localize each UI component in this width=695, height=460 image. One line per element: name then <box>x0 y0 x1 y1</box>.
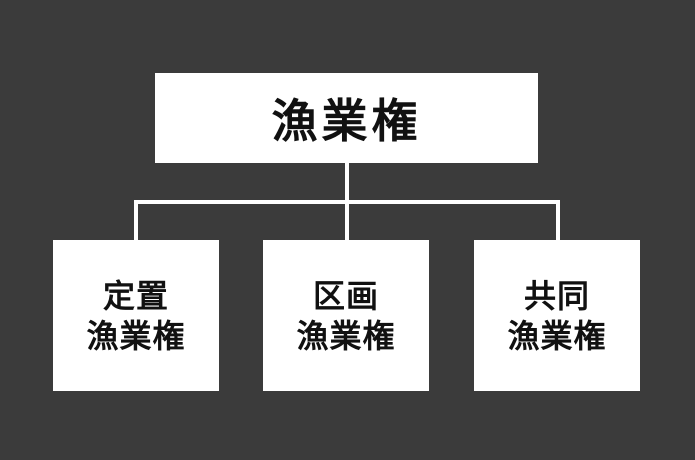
child-node-label-line2: 漁業権 <box>86 316 186 355</box>
connector-root-stem <box>345 163 349 204</box>
child-node-kyodo: 共同 漁業権 <box>474 240 640 391</box>
child-node-teichi: 定置 漁業権 <box>53 240 219 391</box>
root-node: 漁業権 <box>155 73 538 163</box>
child-node-label-line1: 共同 <box>523 276 590 315</box>
connector-left-drop <box>134 200 138 240</box>
child-node-label-line1: 区画 <box>312 276 379 315</box>
child-node-label-line1: 定置 <box>102 276 169 315</box>
root-node-label: 漁業権 <box>271 94 422 148</box>
child-node-label-line2: 漁業権 <box>507 316 607 355</box>
child-node-kukaku: 区画 漁業権 <box>263 240 429 391</box>
connector-right-drop <box>556 200 560 240</box>
connector-center-drop <box>345 200 349 240</box>
child-node-label-line2: 漁業権 <box>296 316 396 355</box>
